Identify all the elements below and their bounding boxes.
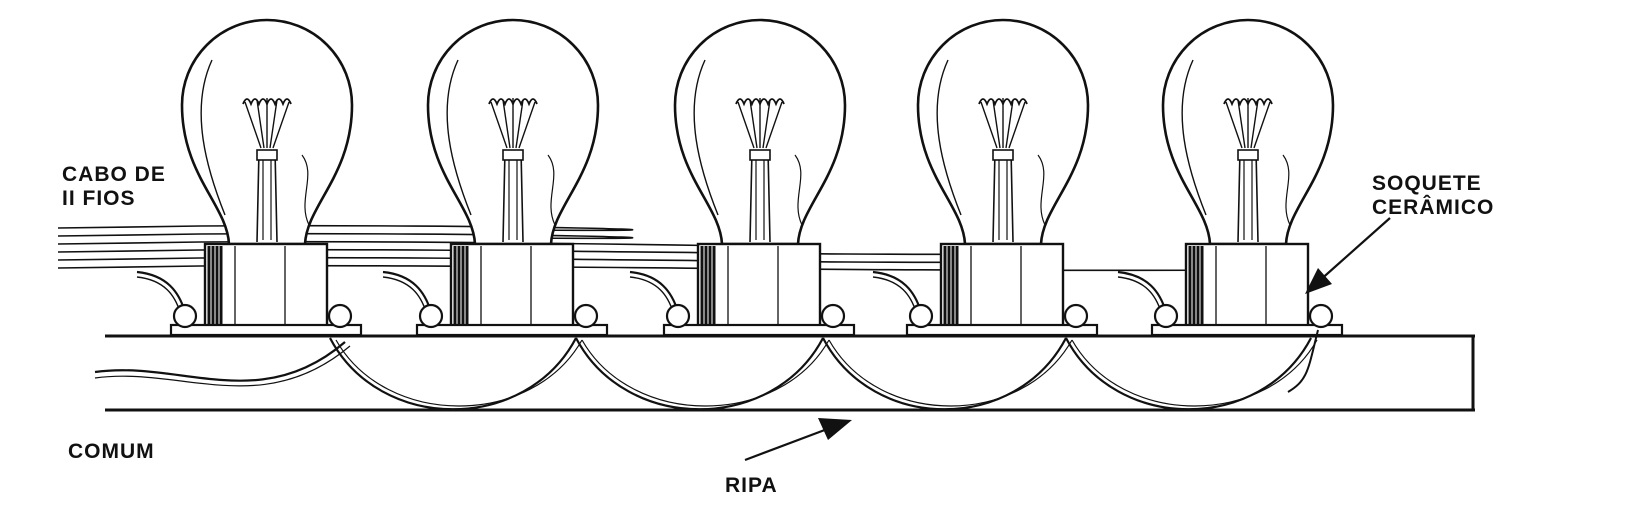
lamp-assembly [382,18,609,337]
socket-arrow-shaft [1317,217,1391,283]
filament-supports [980,98,1026,149]
filament-supports [737,98,783,149]
filament [488,98,538,107]
socket-base [662,323,856,337]
bulb-reflection [301,154,310,226]
common-wire-segment-inner [1071,339,1318,407]
socket-base [415,323,609,337]
stem [502,149,524,243]
socket-label-line1: SOQUETE [1372,172,1482,195]
lamp-assembly [136,18,363,337]
lamp-assembly [629,18,856,337]
branch-wire-inner [1117,276,1162,313]
terminal-screw-right [820,303,846,329]
branch-wire-inner [872,276,917,313]
stem-collar [1237,149,1259,161]
cable-label-line1: CABO DE [62,163,166,186]
bulb-reflection [1181,59,1207,216]
branch-wire-inner [136,276,181,313]
filament [1223,98,1273,107]
terminal-screw-left [418,303,444,329]
socket-arrow-head [1305,268,1332,294]
bulb-reflection [446,59,472,216]
stem-collar [502,149,524,161]
lead-wires [998,160,1008,240]
common-wire-segment-inner [335,339,583,407]
bulb-reflection [693,59,719,216]
terminal-screw-right [573,303,599,329]
bulb-reflection [1037,154,1046,226]
ceramic-socket [939,242,1065,329]
ceramic-socket [1184,242,1310,329]
batten-arrow-head [818,418,852,440]
lead-wires [262,160,272,240]
lamp-assembly [872,18,1099,337]
stem [749,149,771,243]
filament [242,98,292,107]
common-wire-segment-inner [828,339,1073,407]
filament [735,98,785,107]
socket-base [905,323,1099,337]
common-wire [94,329,1319,411]
lead-wires [508,160,518,240]
filament-supports [244,98,290,149]
socket-label-line2: CERÂMICO [1372,196,1495,219]
branch-wire-inner [382,276,427,313]
stem [992,149,1014,243]
common-wire-segment [1065,337,1312,411]
bulb-reflection [1282,154,1291,226]
cable-wire [57,240,773,248]
stem-collar [992,149,1014,161]
ceramic-socket [203,242,329,329]
socket-base [169,323,363,337]
stem [256,149,278,243]
terminal-screw-left [908,303,934,329]
bulb-reflection [547,154,556,226]
lead-wires [755,160,765,240]
cable-label: CABO DE II FIOS [62,163,166,211]
bulb-reflection [794,154,803,226]
lead-wires [1243,160,1253,240]
ceramic-socket [696,242,822,329]
terminal-screw-right [1308,303,1334,329]
filament-supports [1225,98,1271,149]
common-wire-end [1287,329,1319,393]
lamp-assembly [1117,18,1344,337]
bulb-reflection [936,59,962,216]
common-wire-segment [575,337,824,411]
common-wire-segment [329,337,577,411]
batten-board [105,334,1475,412]
terminal-screw-right [1063,303,1089,329]
batten-label: RIPA [725,474,778,497]
stem [1237,149,1259,243]
label-arrows [744,217,1391,462]
filament [978,98,1028,107]
common-label: COMUM [68,440,155,463]
ceramic-socket [449,242,575,329]
common-wire-lead [94,341,346,382]
cable-label-line2: II FIOS [62,187,136,210]
common-wire-segment [822,337,1067,411]
terminal-screw-right [327,303,353,329]
terminal-screw-left [665,303,691,329]
batten-arrow-shaft [744,426,831,462]
common-wire-lead-inner [94,345,351,387]
branch-wire-inner [629,276,674,313]
socket-label: SOQUETE CERÂMICO [1372,172,1494,220]
lamp-row [136,18,1344,337]
socket-base [1150,323,1344,337]
stem-collar [256,149,278,161]
filament-supports [490,98,536,149]
terminal-screw-left [172,303,198,329]
stem-collar [749,149,771,161]
bulb-reflection [200,59,226,216]
common-wire-segment-inner [581,339,830,407]
terminal-screw-left [1153,303,1179,329]
